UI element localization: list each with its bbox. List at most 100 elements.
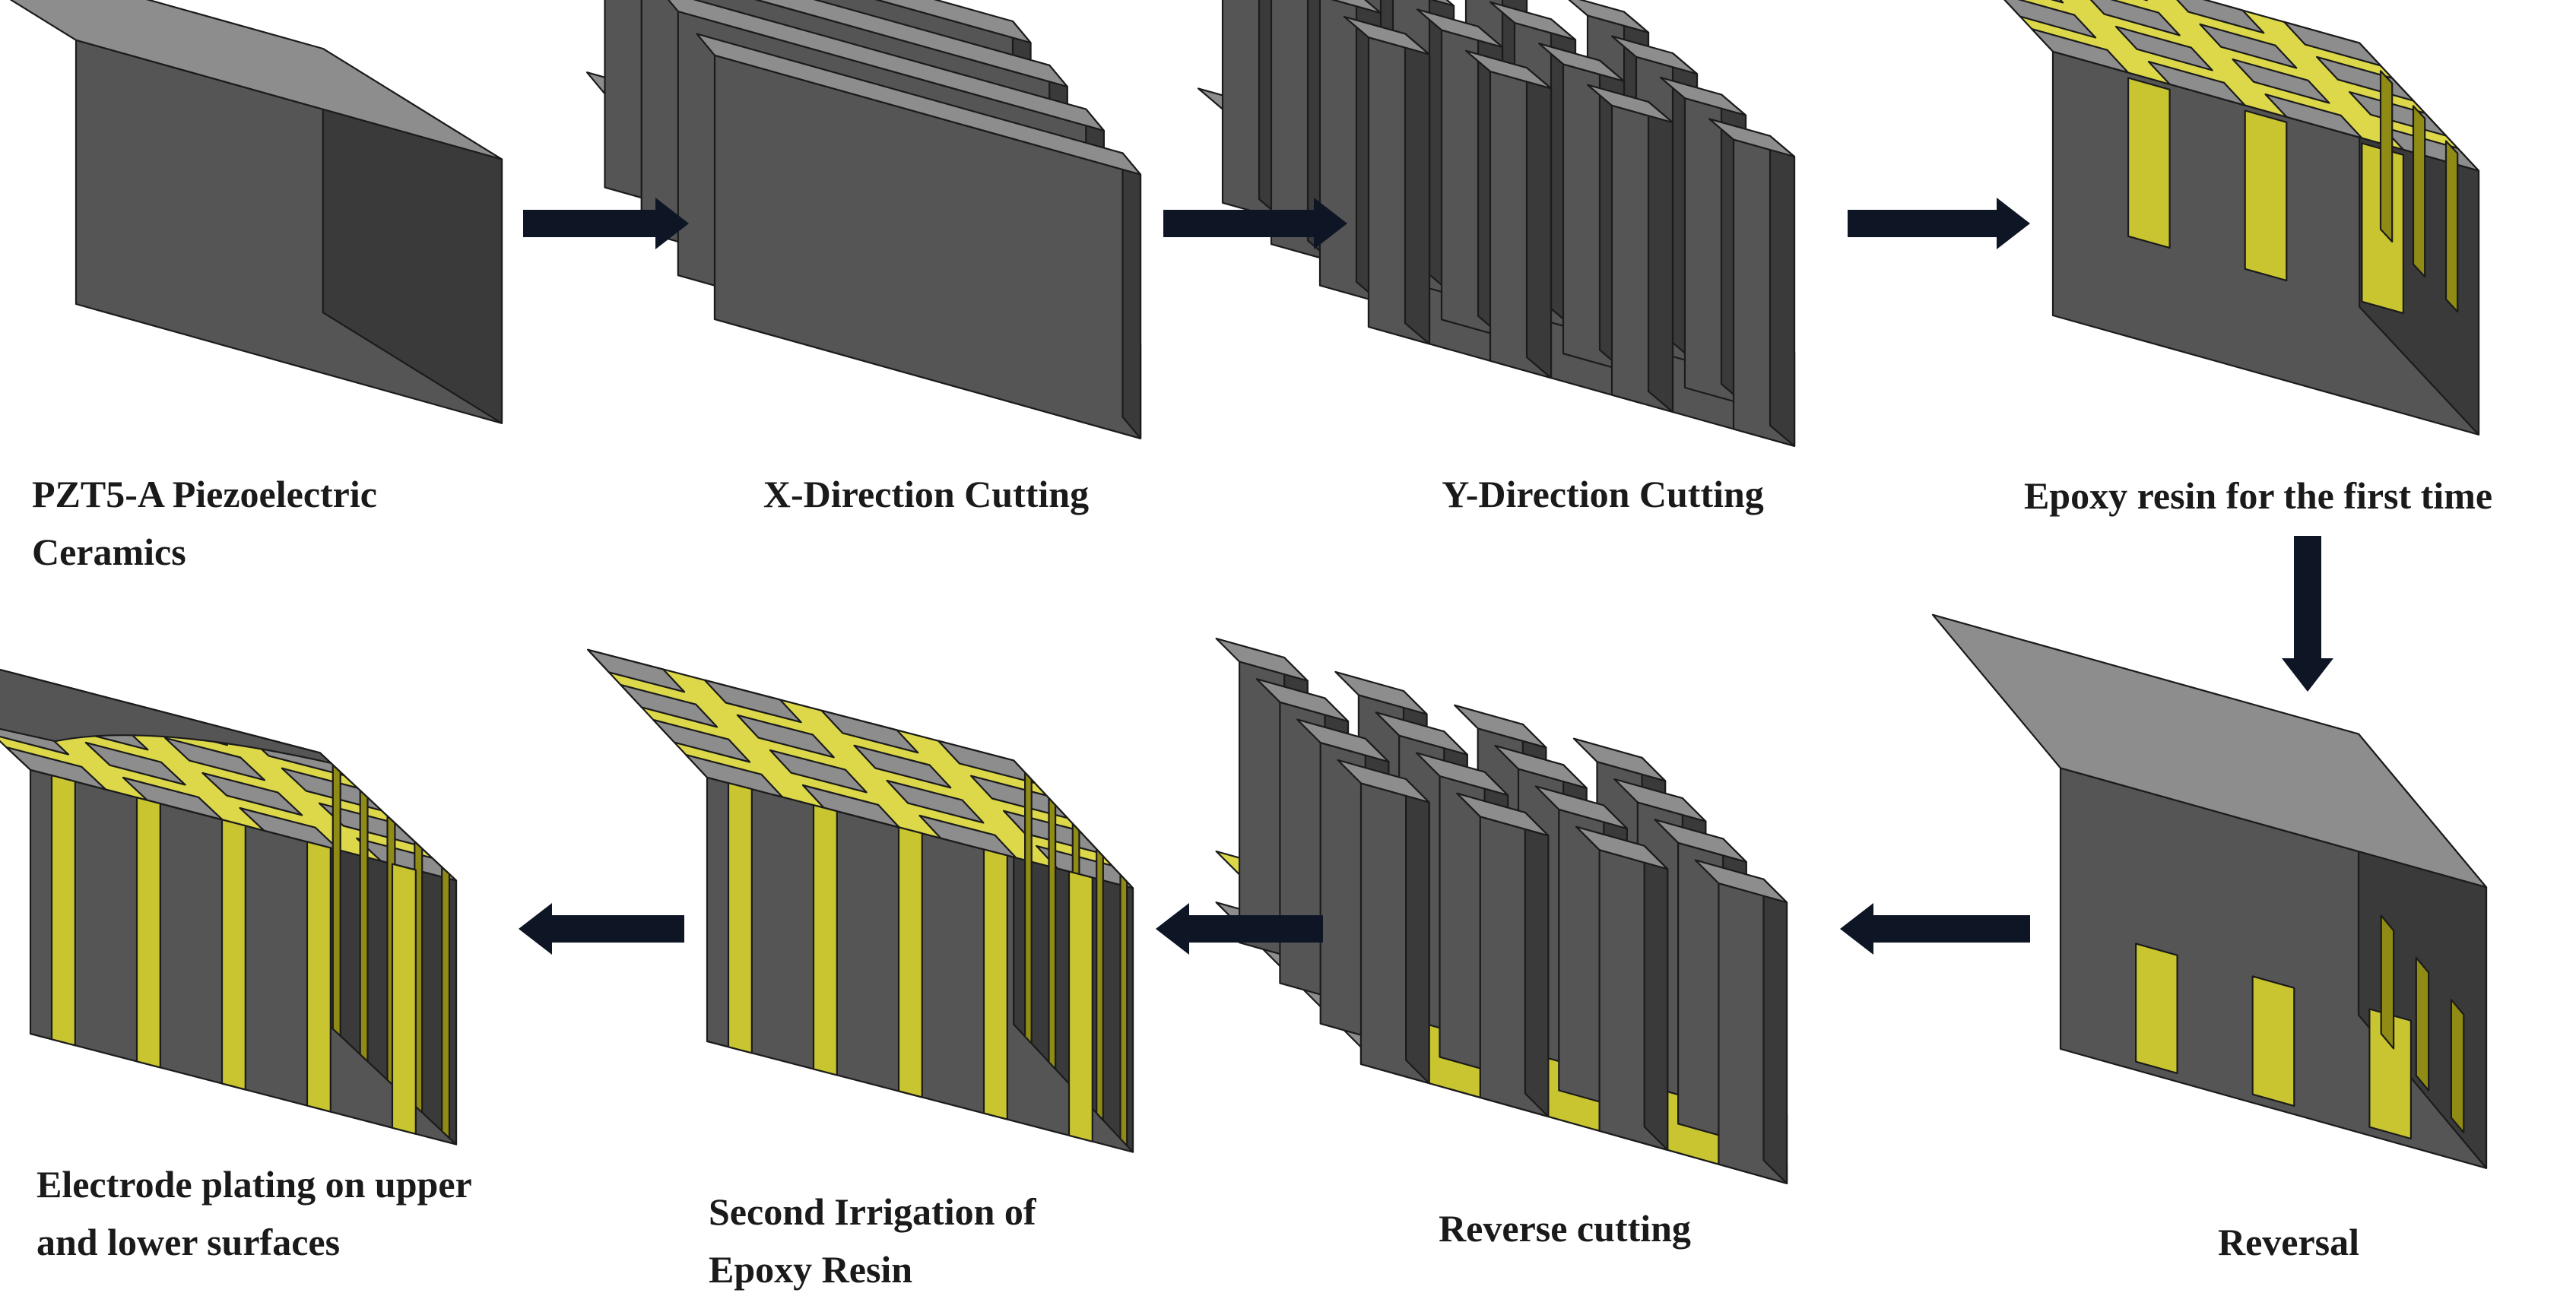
top-pillar [2089, 0, 2181, 36]
top-pillar [84, 741, 186, 786]
side-stripe [1023, 772, 1033, 1044]
front-stripe [1068, 870, 1093, 1142]
top-pillar [2114, 25, 2213, 71]
top-pillar [703, 679, 802, 724]
pillar-top [1296, 718, 1390, 763]
top-pillar [201, 772, 303, 816]
front-stripe [50, 774, 76, 1047]
pillar-top [1537, 43, 1626, 82]
top-pillar [769, 749, 868, 794]
pillar-top [1586, 84, 1674, 124]
top-pillar [2283, 21, 2382, 67]
pillar-top [1610, 35, 1699, 75]
pillar-top [1568, 0, 1650, 33]
top-pillar [886, 779, 985, 824]
caption-epoxy-1: Epoxy resin for the first time [2024, 467, 2492, 524]
pillar-side [1769, 135, 1796, 447]
front-stripe [727, 781, 753, 1054]
top-pillar [2003, 0, 2097, 39]
pillar-top [1255, 678, 1350, 723]
side-stripe [2412, 105, 2426, 278]
pillar-top [1454, 704, 1547, 749]
pillar-top [1429, 0, 1455, 7]
top-pillar [2147, 60, 2246, 106]
top-pillar [2050, 0, 2064, 4]
caption-line: PZT5-A Piezoelectric [32, 473, 377, 515]
arrow-6-7 [1156, 903, 1323, 955]
front-stripe [897, 826, 923, 1098]
arrow-7-8 [519, 903, 684, 955]
top-pillar [2264, 93, 2363, 139]
top-pillar [164, 737, 266, 781]
block-reversal [1931, 613, 2488, 1169]
electrode-layer [0, 668, 334, 765]
front-stripe [2244, 109, 2288, 282]
pillar-top [1654, 819, 1747, 863]
caption-reversal: Reversal [2218, 1213, 2359, 1271]
top-pillar [969, 775, 1069, 819]
front-stripe [982, 848, 1008, 1120]
pillar-top [1456, 792, 1550, 837]
pillar-top [1337, 759, 1430, 803]
front-stripe [812, 804, 838, 1076]
pillar-top [1416, 8, 1504, 49]
slab-top [874, 0, 1032, 44]
caption-line: X-Direction Cutting [763, 473, 1090, 515]
caption-line: Epoxy resin for the first time [2023, 474, 2493, 517]
side-stripe [2450, 999, 2465, 1134]
pillar-top [1215, 637, 1309, 682]
caption-line: Electrode plating on upper [36, 1163, 472, 1206]
front-stripe [306, 841, 332, 1113]
side-stripe [441, 866, 451, 1139]
side-stripe [2380, 914, 2395, 1050]
front-stripe [2251, 975, 2295, 1107]
caption-line: Second Irrigation of [709, 1190, 1036, 1233]
side-stripe [1119, 873, 1128, 1147]
arrow-2-3 [1163, 198, 1347, 249]
pillar-top [1331, 0, 1382, 14]
pillar-side [1762, 878, 1788, 1184]
top-pillar [736, 714, 835, 759]
top-pillar [2232, 58, 2330, 104]
top-pillar [2199, 23, 2298, 69]
side-stripe [359, 789, 369, 1063]
arrow-3-4 [1848, 198, 2030, 249]
block-epoxy-1 [2003, 0, 2480, 436]
front-stripe [135, 797, 161, 1069]
front-stripe [2368, 1008, 2412, 1140]
top-pillar [2031, 27, 2130, 74]
pillar-top [1464, 49, 1553, 90]
pillar-side [1647, 100, 1674, 414]
caption-y-cut: Y-Direction Cutting [1442, 465, 1764, 523]
block-epoxy-2 [587, 648, 1134, 1153]
top-pillar [652, 718, 751, 763]
side-stripe [2444, 140, 2459, 313]
pillar-top [1613, 778, 1707, 822]
pillar-top [1415, 752, 1509, 797]
top-pillar [1035, 844, 1134, 889]
top-pillar [937, 740, 1036, 784]
arrow-shape [519, 903, 684, 955]
front-stripe [2127, 77, 2171, 249]
front-stripe [220, 819, 246, 1091]
caption-line: Reversal [2217, 1221, 2360, 1263]
top-pillar [587, 648, 686, 693]
pillar-top [1375, 711, 1468, 756]
top-pillar [620, 683, 719, 728]
slab-side [1121, 152, 1142, 439]
caption-line: Ceramics [32, 531, 186, 573]
top-pillar [122, 776, 224, 821]
pillar-top [1572, 737, 1667, 782]
block-electrode [0, 668, 458, 1145]
pillar-top [1494, 744, 1588, 789]
side-stripe [332, 764, 341, 1037]
pillar-side [1643, 844, 1669, 1152]
front-stripe [391, 863, 417, 1135]
arrow-5-6 [1840, 903, 2030, 955]
arrow-shape [1156, 903, 1323, 955]
arrow-shape [2282, 536, 2333, 692]
top-pillar [281, 767, 382, 812]
top-face [9, 0, 503, 160]
pillar-top [1534, 785, 1628, 830]
arrow-shape [1848, 198, 2030, 249]
